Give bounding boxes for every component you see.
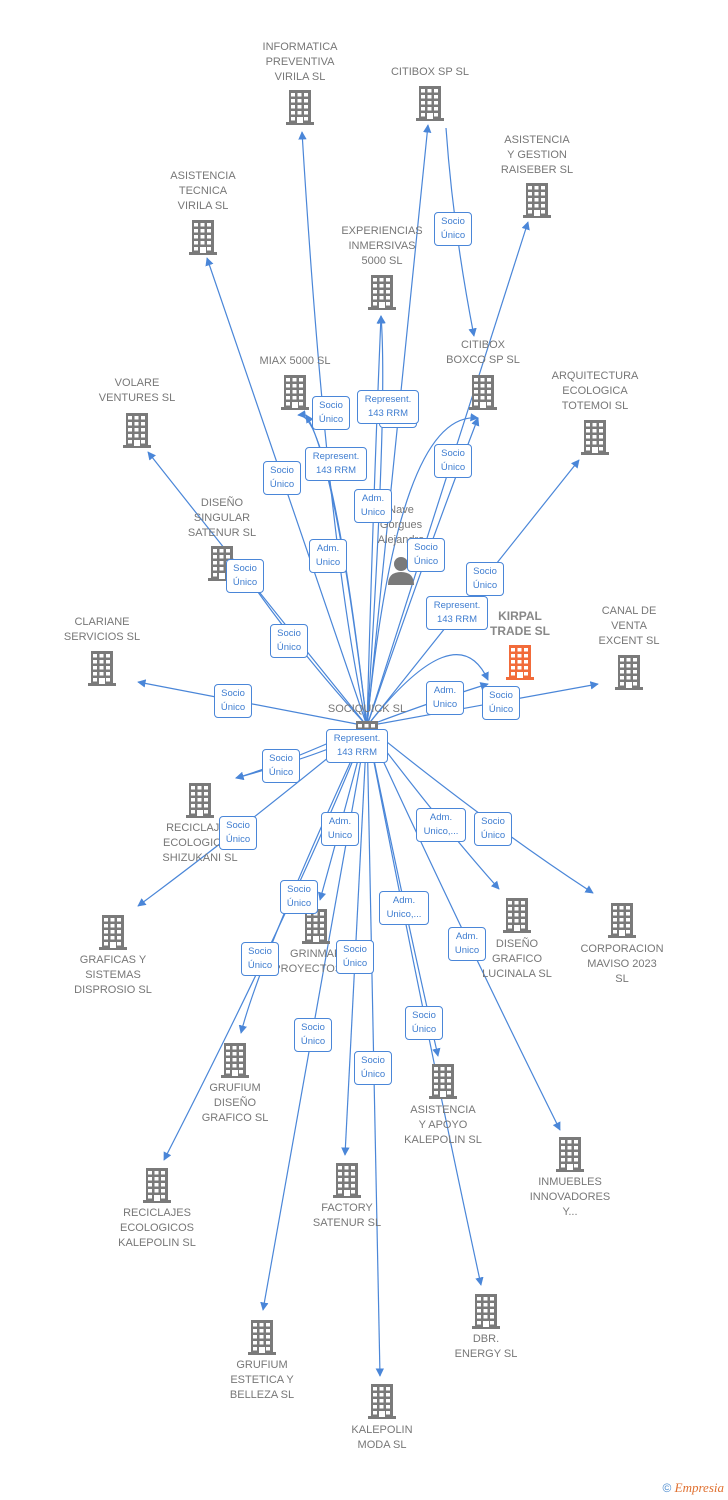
edge-label-sociquick-asistencia_gestion: Socio Único [434, 444, 472, 478]
edge-label-sociquick-arquitectura: Socio Único [466, 562, 504, 596]
node-label-asistencia-gestion[interactable]: ASISTENCIA Y GESTION RAISEBER SL [500, 134, 574, 176]
building-icon[interactable] [281, 374, 309, 410]
node-label-sociquick[interactable]: SOCIQUICK SL [327, 703, 407, 715]
node-label-arquitectura[interactable]: ARQUITECTURA ECOLOGICA TOTEMOI SL [551, 370, 639, 412]
building-icon[interactable] [286, 89, 314, 125]
edge-label-sociquick-canal: Socio Único [482, 686, 520, 720]
node-label-asistencia-apoyo[interactable]: ASISTENCIA Y APOYO KALEPOLIN SL [404, 1104, 482, 1146]
building-icon[interactable] [469, 374, 497, 410]
edge-sociquick-kirpal [366, 654, 489, 727]
building-icon[interactable] [506, 644, 534, 680]
edge-label-citibox-citibox_boxco: Socio Único [434, 212, 472, 246]
edge-label-sociquick-grinmar: Adm. Unico [321, 812, 359, 846]
edge-label-sociquick-dbr: Socio Único [405, 1006, 443, 1040]
node-label-inmuebles[interactable]: INMUEBLES INNOVADORES Y... [529, 1176, 611, 1218]
edge-label-sociquick-reciclajes_kalepolin: Socio Único [280, 880, 318, 914]
copyright-symbol: © [662, 1481, 672, 1495]
building-icon[interactable] [186, 782, 214, 818]
building-icon[interactable] [143, 1167, 171, 1203]
edge-label-sociquick-kirpal: Adm. Unico [426, 681, 464, 715]
node-label-canal[interactable]: CANAL DE VENTA EXCENT SL [598, 605, 660, 647]
building-icon[interactable] [523, 182, 551, 218]
node-label-graficas[interactable]: GRAFICAS Y SISTEMAS DISPROSIO SL [74, 954, 152, 996]
node-label-diseno-singular[interactable]: DISEÑO SINGULAR SATENUR SL [187, 497, 257, 539]
edge-label-sociquick-kirpal: Represent. 143 RRM [426, 596, 488, 630]
building-icon[interactable] [99, 914, 127, 950]
edge-label-sociquick-kalepolin_moda: Socio Único [354, 1051, 392, 1085]
person-icon[interactable] [387, 555, 415, 591]
node-label-informatica[interactable]: INFORMATICA PREVENTIVA VIRILA SL [262, 41, 338, 83]
building-icon[interactable] [608, 902, 636, 938]
building-icon[interactable] [221, 1042, 249, 1078]
edge-label-sociquick-asistencia_tecnica: Socio Único [263, 461, 301, 495]
building-icon[interactable] [333, 1162, 361, 1198]
edge-label-sociquick-graficas: Socio Único [219, 816, 257, 850]
building-icon[interactable] [302, 908, 330, 944]
building-icon[interactable] [368, 1383, 396, 1419]
node-label-reciclajes-kalepolin[interactable]: RECICLAJES ECOLOGICOS KALEPOLIN SL [118, 1207, 196, 1249]
edge-label-sociquick-miax: Socio Único [312, 396, 350, 430]
building-icon[interactable] [472, 1293, 500, 1329]
edge-label-sociquick-diseno_singular: Socio Único [270, 624, 308, 658]
edge-label-sociquick-diseno_grafico: Adm. Unico,... [416, 808, 466, 842]
node-label-miax[interactable]: MIAX 5000 SL [259, 355, 331, 367]
edge-label-sociquick-corporacion: Socio Único [474, 812, 512, 846]
edge-label-sociquick-experiencias: Represent. 143 RRM [357, 390, 419, 424]
building-icon[interactable] [368, 274, 396, 310]
brand-logo: Empresia [674, 1480, 724, 1495]
edge-label-sociquick-grufium_diseno: Socio Único [241, 942, 279, 976]
node-label-reciclajes-shizukani[interactable]: RECICLAJES ECOLOGICOS SHIZUKANI SL [162, 822, 238, 864]
building-icon[interactable] [581, 419, 609, 455]
building-icon[interactable] [416, 85, 444, 121]
edge-sociquick-experiencias [366, 315, 386, 727]
edge-label-sociquick-citibox_boxco: Socio Único [407, 538, 445, 572]
copyright: © Empresia [662, 1480, 724, 1496]
edge-sociquick-miax [305, 414, 368, 727]
edge-label-sociquick-volare: Socio Único [226, 559, 264, 593]
edge-sociquick-citibox_boxco [366, 413, 479, 727]
edge-label-sociquick-grufium_estetica: Socio Único [294, 1018, 332, 1052]
node-label-dbr[interactable]: DBR. ENERGY SL [454, 1333, 518, 1360]
building-icon[interactable] [503, 897, 531, 933]
building-icon[interactable] [556, 1136, 584, 1172]
building-icon[interactable] [615, 654, 643, 690]
building-icon[interactable] [123, 412, 151, 448]
edge-label-sociquick-factory: Socio Único [336, 940, 374, 974]
edge-label-sociquick-experiencias: Adm. Unico [354, 489, 392, 523]
node-label-clariane[interactable]: CLARIANE SERVICIOS SL [63, 616, 141, 643]
building-icon[interactable] [88, 650, 116, 686]
node-label-diseno-grafico[interactable]: DISEÑO GRAFICO LUCINALA SL [482, 938, 552, 980]
node-label-grufium-estetica[interactable]: GRUFIUM ESTETICA Y BELLEZA SL [229, 1359, 295, 1401]
node-label-experiencias[interactable]: EXPERIENCIAS INMERSIVAS 5000 SL [341, 225, 423, 267]
node-label-volare[interactable]: VOLARE VENTURES SL [98, 377, 176, 404]
edge-label-sociquick-reciclajes_shizukani: Represent. 143 RRM [326, 729, 388, 763]
edge-label-sociquick-informatica: Adm. Unico [309, 539, 347, 573]
edge-label-sociquick-asistencia_apoyo: Adm. Unico,... [379, 891, 429, 925]
edge-label-sociquick-clariane: Socio Único [214, 684, 252, 718]
building-icon[interactable] [189, 219, 217, 255]
edge-label-sociquick-reciclajes_shizukani: Socio Único [262, 749, 300, 783]
node-label-factory[interactable]: FACTORY SATENUR SL [312, 1202, 382, 1229]
node-label-citibox-boxco[interactable]: CITIBOX BOXCO SP SL [446, 339, 520, 366]
node-label-kirpal[interactable]: KIRPAL TRADE SL [490, 609, 550, 638]
edge-label-sociquick-inmuebles: Adm. Unico [448, 927, 486, 961]
node-label-kalepolin-moda[interactable]: KALEPOLIN MODA SL [351, 1424, 413, 1451]
node-label-corporacion[interactable]: CORPORACION MAVISO 2023 SL [580, 943, 664, 985]
node-label-grufium-diseno[interactable]: GRUFIUM DISEÑO GRAFICO SL [201, 1082, 269, 1124]
node-label-citibox[interactable]: CITIBOX SP SL [390, 66, 470, 78]
building-icon[interactable] [429, 1063, 457, 1099]
node-label-asistencia-tecnica[interactable]: ASISTENCIA TECNICA VIRILA SL [170, 170, 236, 212]
edge-label-sociquick-miax: Represent. 143 RRM [305, 447, 367, 481]
building-icon[interactable] [248, 1319, 276, 1355]
edge-sociquick-reciclajes_kalepolin [163, 725, 368, 1161]
